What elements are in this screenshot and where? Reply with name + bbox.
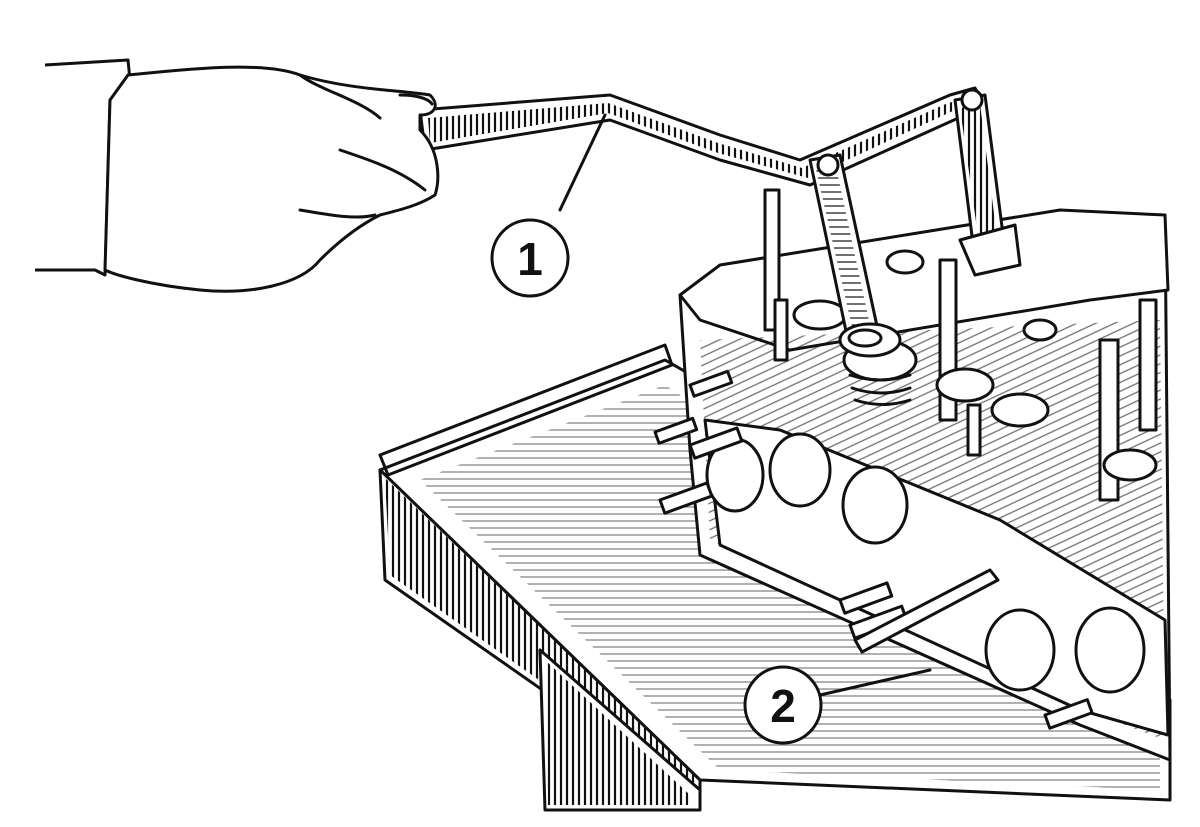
callout-1: 1 bbox=[490, 113, 607, 298]
lever-bar bbox=[418, 86, 987, 187]
lever-link-left-shading bbox=[815, 162, 872, 340]
head-stud bbox=[966, 403, 982, 457]
port-5 bbox=[1074, 606, 1146, 694]
hand-outline bbox=[103, 65, 440, 293]
finger-line bbox=[338, 148, 427, 192]
callout-2: 2 bbox=[743, 665, 932, 745]
thumbnail bbox=[398, 93, 434, 106]
stud bbox=[838, 581, 894, 615]
callout-1-leader bbox=[558, 113, 607, 212]
finger-line bbox=[298, 73, 382, 120]
rod-bar bbox=[853, 568, 1000, 654]
rod bbox=[853, 568, 1000, 654]
valve-spring bbox=[885, 249, 925, 275]
stud bbox=[658, 481, 714, 515]
valve-spring bbox=[1022, 318, 1058, 342]
stud bbox=[653, 416, 699, 445]
head-stud bbox=[773, 298, 789, 362]
cylinder-head bbox=[653, 188, 1172, 762]
valve-spring bbox=[792, 299, 848, 331]
callout-1-label: 1 bbox=[517, 233, 543, 285]
bench-leg-shading bbox=[545, 660, 690, 805]
pivot-pin bbox=[816, 153, 840, 177]
lever bbox=[418, 86, 1022, 358]
port-3 bbox=[841, 465, 909, 545]
callout-2-label: 2 bbox=[770, 680, 796, 732]
bench-front-edge-shading bbox=[385, 478, 695, 790]
hand bbox=[35, 58, 440, 293]
head-stud bbox=[763, 188, 781, 332]
lever-link-right-shading bbox=[960, 104, 998, 250]
callout-2-circle bbox=[743, 665, 823, 745]
finger-line bbox=[298, 208, 377, 219]
valve-spring bbox=[935, 367, 995, 403]
spring-coils bbox=[848, 373, 912, 406]
compressor-cup-inner bbox=[847, 328, 883, 348]
head-stud bbox=[1138, 298, 1158, 432]
callout-1-circle bbox=[490, 218, 570, 298]
port-2 bbox=[768, 432, 832, 508]
callout-2-leader bbox=[818, 668, 932, 697]
pivot-pin bbox=[960, 88, 984, 112]
valve-spring bbox=[990, 392, 1050, 428]
port-4 bbox=[984, 608, 1056, 692]
valve-spring bbox=[1102, 448, 1158, 482]
bench-rim bbox=[378, 343, 674, 477]
stud bbox=[688, 426, 744, 460]
stud bbox=[1043, 698, 1094, 730]
hook bbox=[958, 223, 1022, 277]
stud bbox=[688, 369, 734, 398]
